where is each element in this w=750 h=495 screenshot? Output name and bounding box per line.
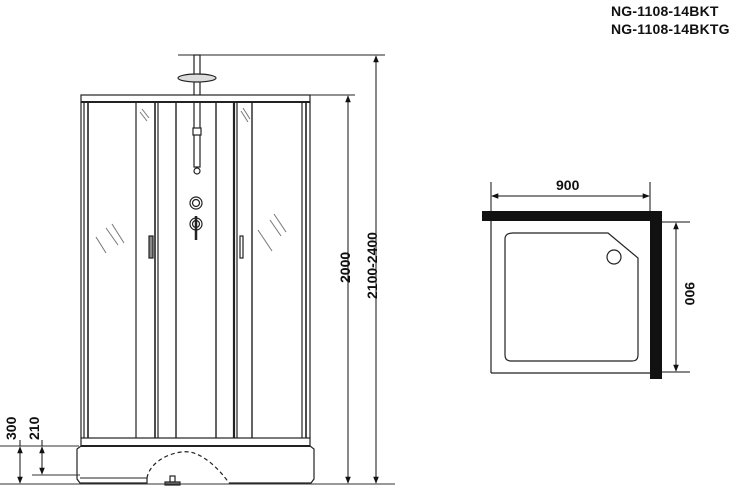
dim-cabin-height: 2000 [337, 252, 353, 283]
dim-tray-height: 300 [3, 416, 19, 440]
wall-right [650, 211, 662, 379]
dim-plan-width: 900 [556, 177, 580, 193]
model-number-2: NG-1108-14BKTG [611, 21, 730, 37]
dim-tray-inner-height: 210 [26, 416, 42, 440]
front-view [76, 54, 385, 486]
plan-view: 900 900 [482, 177, 698, 379]
tray-basin-outline [504, 232, 639, 362]
mixer-control-icon [189, 196, 203, 240]
drain-icon [606, 249, 622, 265]
shower-column-icon [177, 54, 217, 175]
door-handle-right-icon [239, 235, 244, 259]
glass-reflection-icon [95, 107, 287, 254]
dim-plan-depth: 900 [682, 282, 698, 306]
wall-top [482, 211, 662, 221]
extension-lines [0, 445, 395, 485]
dim-total-height: 2100-2400 [364, 232, 380, 299]
model-number-1: NG-1108-14BKT [611, 3, 719, 19]
door-handle-left-icon [148, 235, 154, 259]
dimension-arrows [17, 55, 379, 484]
